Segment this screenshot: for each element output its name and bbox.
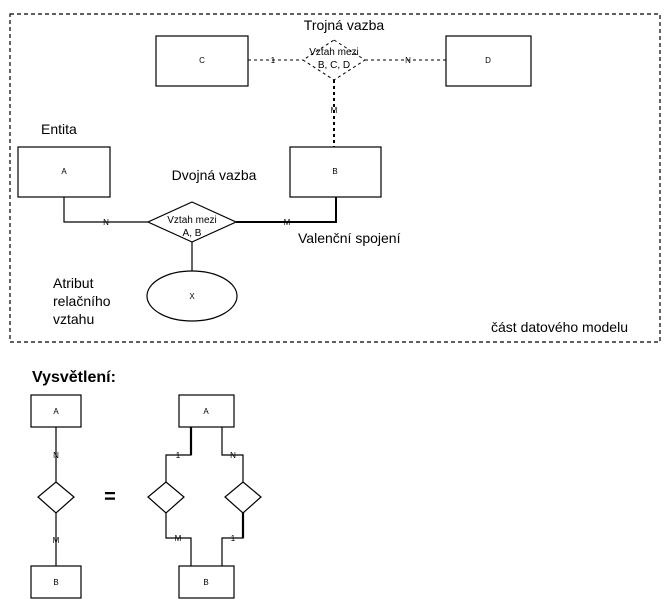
legend-right-m-bottom: M <box>175 534 182 543</box>
relation-binary-diamond[interactable] <box>146 201 238 243</box>
legend-heading: Vysvětlení: <box>32 369 116 386</box>
label-attribute-line1: Atribut <box>53 275 94 291</box>
region-label: část datového modelu <box>491 319 628 335</box>
label-entity: Entita <box>41 121 77 137</box>
cardinality-d-ternary: N <box>405 56 411 65</box>
relation-binary-line1: Vztah mezi <box>167 215 216 226</box>
entity-d[interactable] <box>445 35 532 87</box>
cardinality-b-ternary: M <box>331 106 338 115</box>
entity-a[interactable] <box>17 146 111 198</box>
label-attribute-line2: relačního <box>53 293 111 309</box>
cardinality-a-binary: N <box>103 218 109 227</box>
connector-a-binary <box>63 197 148 223</box>
title-binary: Dvojná vazba <box>172 167 257 183</box>
legend-right-one-top: 1 <box>176 451 181 460</box>
cardinality-b-binary: M <box>284 218 291 227</box>
relation-binary-line2: A, B <box>183 228 202 239</box>
legend-right-line-bottom-left <box>165 505 192 566</box>
legend-equals: = <box>104 486 116 508</box>
legend-left-diamond[interactable] <box>37 481 75 514</box>
legend-left-entity-a[interactable] <box>30 394 82 428</box>
entity-d-label: D <box>485 56 491 65</box>
legend-left-entity-b[interactable] <box>30 565 82 599</box>
legend-right-entity-b[interactable] <box>178 565 235 599</box>
legend-right-one-bottom: 1 <box>231 534 236 543</box>
legend-left-m: M <box>53 536 60 545</box>
relation-ternary-line1: Vztah mezi <box>309 47 358 58</box>
attribute-x-label: X <box>189 292 195 301</box>
title-ternary: Trojná vazba <box>304 17 385 33</box>
legend-left-a-label: A <box>53 407 59 416</box>
legend-right-a-label: A <box>203 407 209 416</box>
attribute-x-ellipse[interactable] <box>146 270 238 322</box>
entity-c[interactable] <box>155 35 249 87</box>
entity-c-label: C <box>199 56 205 65</box>
legend-right-diamond-left[interactable] <box>147 481 185 514</box>
entity-b[interactable] <box>289 146 382 198</box>
entity-b-label: B <box>332 167 337 176</box>
legend-right-n-top: N <box>230 451 236 460</box>
legend-right-diamond-right[interactable] <box>224 481 262 514</box>
entity-a-label: A <box>61 167 67 176</box>
relation-ternary-line2: B, C, D <box>318 60 350 71</box>
data-model-boundary <box>9 13 661 343</box>
label-attribute-line3: vztahu <box>53 311 94 327</box>
label-valence: Valenční spojení <box>298 230 401 246</box>
connector-b-binary <box>236 197 337 223</box>
legend-left-b-label: B <box>53 578 58 587</box>
legend-right-entity-a[interactable] <box>178 394 235 428</box>
legend-right-b-label: B <box>203 578 208 587</box>
cardinality-c-ternary: 1 <box>271 56 276 65</box>
relation-ternary-diamond[interactable] <box>302 39 366 81</box>
legend-right-line-top-right <box>221 427 244 482</box>
legend-left-n: N <box>53 451 59 460</box>
